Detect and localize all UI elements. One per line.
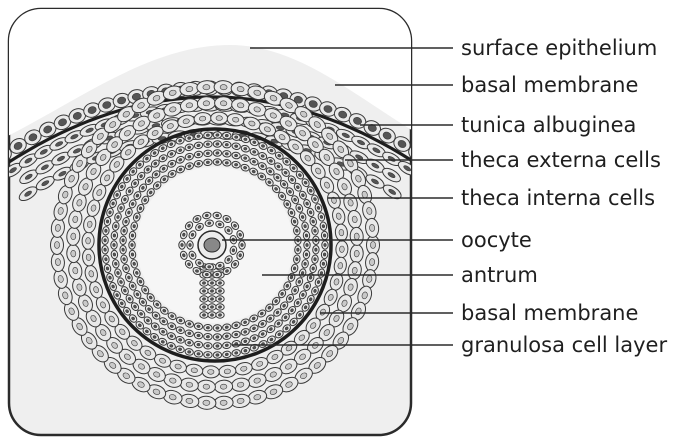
label-basal-membrane-top: basal membrane bbox=[461, 73, 638, 97]
cumulus-cell bbox=[179, 241, 185, 249]
granulosa-cell bbox=[102, 236, 109, 245]
granulosa-cell bbox=[204, 132, 213, 139]
cumulus-cell bbox=[208, 304, 216, 310]
cumulus-cell bbox=[200, 280, 208, 286]
granulosa-cell bbox=[129, 250, 136, 259]
cumulus-cell bbox=[216, 312, 224, 318]
theca-externa-cell bbox=[367, 236, 380, 255]
cumulus-cell bbox=[205, 220, 214, 227]
granulosa-cell bbox=[303, 231, 310, 240]
granulosa-cell bbox=[203, 333, 212, 340]
granulosa-cell bbox=[222, 132, 231, 139]
granulosa-cell bbox=[213, 132, 222, 139]
granulosa-cell bbox=[303, 250, 310, 259]
cumulus-cell bbox=[200, 312, 208, 318]
granulosa-cell bbox=[111, 241, 117, 249]
label-theca-interna: theca interna cells bbox=[461, 186, 655, 210]
cumulus-cell bbox=[200, 296, 208, 302]
granulosa-cell bbox=[111, 231, 118, 240]
granulosa-cell bbox=[213, 150, 222, 157]
cumulus-cell bbox=[216, 280, 224, 286]
granulosa-cell bbox=[213, 334, 222, 341]
granulosa-cell bbox=[102, 245, 109, 254]
oocyte-nucleus bbox=[204, 238, 220, 252]
theca-interna-cell bbox=[82, 232, 95, 249]
granulosa-cell bbox=[203, 141, 212, 148]
theca-interna-cell bbox=[202, 366, 219, 379]
cumulus-cell bbox=[208, 296, 216, 302]
granulosa-cell bbox=[321, 250, 328, 259]
granulosa-cell bbox=[203, 342, 212, 349]
cumulus-cell bbox=[205, 263, 214, 270]
cumulus-cell bbox=[239, 241, 245, 249]
granulosa-cell bbox=[203, 324, 212, 331]
granulosa-cell bbox=[304, 241, 310, 249]
label-granulosa-cell-layer: granulosa cell layer bbox=[461, 333, 667, 357]
cumulus-cell bbox=[208, 288, 216, 294]
cumulus-cell bbox=[208, 312, 216, 318]
granulosa-cell bbox=[213, 352, 222, 359]
cumulus-cell bbox=[187, 241, 193, 249]
granulosa-cell bbox=[222, 342, 231, 349]
cumulus-cell bbox=[200, 304, 208, 310]
theca-interna-cell bbox=[336, 241, 349, 258]
granulosa-cell bbox=[129, 231, 136, 240]
granulosa-cell bbox=[203, 150, 212, 157]
label-surface-epithelium: surface epithelium bbox=[461, 36, 657, 60]
granulosa-cell bbox=[213, 159, 222, 166]
granulosa-cell bbox=[111, 250, 118, 259]
cumulus-cell bbox=[200, 288, 208, 294]
cumulus-cell bbox=[208, 280, 216, 286]
cumulus-cell bbox=[216, 296, 224, 302]
label-theca-externa: theca externa cells bbox=[461, 148, 661, 172]
granulosa-cell bbox=[129, 241, 135, 249]
label-oocyte: oocyte bbox=[461, 228, 532, 252]
label-basal-membrane-bottom: basal membrane bbox=[461, 301, 638, 325]
granulosa-cell bbox=[294, 245, 301, 254]
cumulus-cell bbox=[216, 288, 224, 294]
granulosa-cell bbox=[313, 245, 320, 254]
follicle bbox=[50, 80, 379, 410]
granulosa-cell bbox=[204, 351, 213, 358]
granulosa-cell bbox=[222, 351, 231, 358]
theca-externa-cell bbox=[51, 236, 64, 255]
label-tunica-albuginea: tunica albuginea bbox=[461, 113, 636, 137]
granulosa-cell bbox=[222, 141, 231, 148]
theca-interna-cell bbox=[211, 112, 228, 125]
label-antrum: antrum bbox=[461, 263, 538, 287]
granulosa-cell bbox=[213, 325, 222, 332]
granulosa-cell bbox=[120, 236, 127, 245]
granulosa-cell bbox=[213, 141, 222, 148]
granulosa-cell bbox=[120, 245, 127, 254]
cumulus-cell bbox=[216, 304, 224, 310]
granulosa-cell bbox=[322, 241, 328, 249]
granulosa-cell bbox=[213, 343, 222, 350]
granulosa-cell bbox=[321, 231, 328, 240]
granulosa-cell bbox=[203, 159, 212, 166]
